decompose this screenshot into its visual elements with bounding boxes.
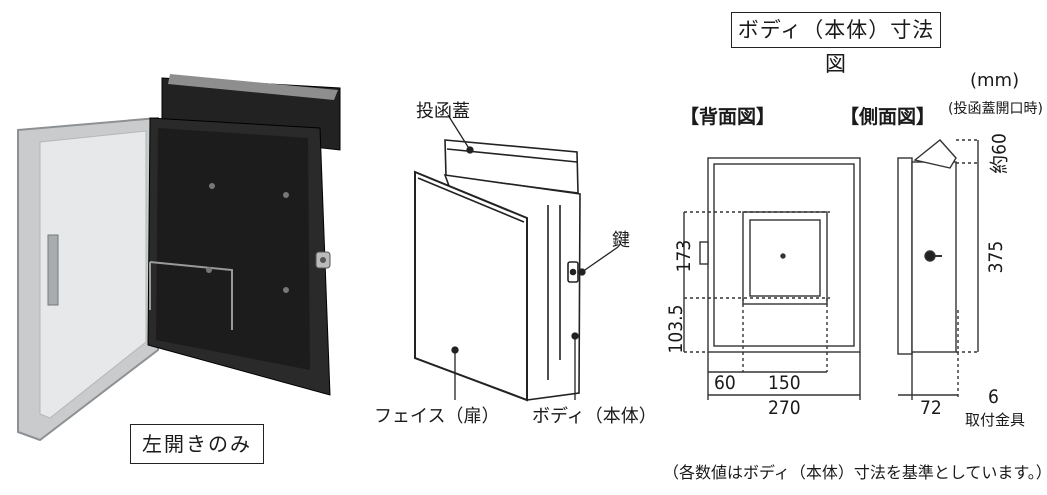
dim-lower-offset: 103.5 <box>665 304 687 354</box>
back-view-label: 【背面図】 <box>680 106 776 128</box>
mailbox-photo <box>17 74 341 442</box>
part-leaders <box>447 114 619 400</box>
dim-width: 270 <box>768 397 801 419</box>
dim-left-offset: 60 <box>714 372 736 394</box>
dim-bracket: 6 <box>988 386 999 408</box>
dim-height: 375 <box>985 240 1007 274</box>
unit-note: (投函蓋開口時) <box>948 101 1043 117</box>
dim-upper-hole: 173 <box>673 239 695 273</box>
dim-hole-spacing: 150 <box>768 372 801 394</box>
key-label: 鍵 <box>612 230 630 251</box>
dim-lid-open: 約60 <box>988 133 1011 174</box>
lid-label: 投函蓋 <box>416 101 470 122</box>
photo-caption: 左開きのみ <box>130 424 264 464</box>
side-view-label: 【側面図】 <box>840 106 936 128</box>
unit-label: (mm) <box>970 70 1020 91</box>
back-view <box>683 157 861 400</box>
exploded-view <box>414 139 581 402</box>
side-view <box>897 139 980 400</box>
footnote: （各数値はボディ（本体）寸法を基準としています。） <box>663 463 1047 482</box>
face-label: フェイス（扉） <box>374 406 500 427</box>
body-label: ボディ（本体） <box>532 406 657 427</box>
dim-depth: 72 <box>920 397 942 419</box>
bracket-label: 取付金具 <box>965 411 1026 429</box>
diagram-title: ボディ（本体）寸法図 <box>731 12 941 76</box>
